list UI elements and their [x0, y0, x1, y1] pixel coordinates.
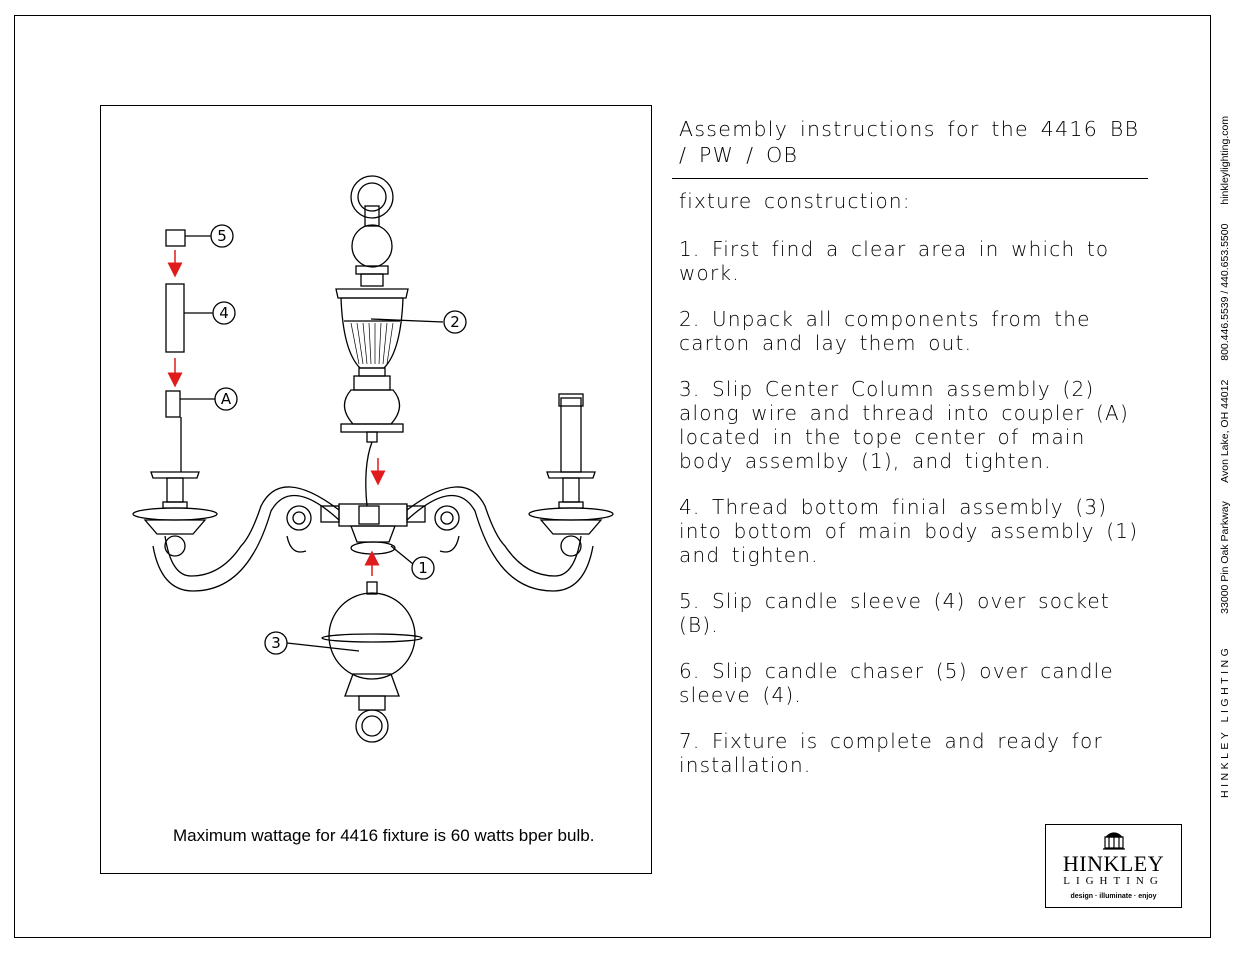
title-divider — [672, 178, 1148, 179]
side-brand: HINKLEY LIGHTING — [1219, 644, 1231, 798]
callout-2-label: 2 — [450, 313, 460, 331]
step-2: 2. Unpack all components from the carton… — [679, 307, 1091, 355]
lantern-icon — [1103, 832, 1125, 850]
step-6: 6. Slip candle chaser (5) over candle sl… — [679, 659, 1114, 707]
callout-4-label: 4 — [219, 304, 229, 322]
instructions-heading: fixture construction: — [679, 189, 911, 213]
step-3: 3. Slip Center Column assembly (2) along… — [679, 377, 1129, 473]
logo-name: HINKLEY — [1062, 851, 1165, 876]
callout-a-label: A — [221, 390, 232, 408]
left-arm — [164, 486, 340, 577]
wattage-note: Maximum wattage for 4416 fixture is 60 w… — [173, 826, 595, 845]
side-phone: 800.446.5539 / 440.653.5500 — [1219, 223, 1231, 361]
assembly-diagram: 5 4 A 2 1 3 Maximum wattage for 4416 fix… — [100, 105, 652, 874]
callout-5-label: 5 — [217, 227, 227, 245]
right-candle-sleeve — [560, 397, 582, 473]
candle-sleeve-part — [165, 283, 185, 353]
instructions: fixture construction: 1. First find a cl… — [679, 189, 1149, 799]
center-column-urn — [335, 288, 409, 299]
side-contact-strip: HINKLEY LIGHTING 33000 Pin Oak Parkway A… — [1219, 116, 1231, 798]
side-city: Avon Lake, OH 44012 — [1219, 379, 1231, 483]
chandelier-drawing: 5 4 A 2 1 3 — [132, 175, 614, 743]
main-body — [338, 503, 408, 527]
step-1: 1. First find a clear area in which to w… — [679, 237, 1110, 285]
hinkley-logo: HINKLEY LIGHTING design · illuminate · e… — [1045, 824, 1182, 908]
page-frame — [14, 15, 1211, 938]
step-4: 4. Thread bottom finial assembly (3) int… — [679, 495, 1139, 567]
callout-3-label: 3 — [271, 634, 281, 652]
step-7: 7. Fixture is complete and ready for ins… — [679, 729, 1103, 777]
callout-a — [214, 387, 238, 411]
step-5: 5. Slip candle sleeve (4) over socket (B… — [679, 589, 1110, 637]
logo-tagline: design · illuminate · enjoy — [1070, 893, 1157, 900]
socket-part — [165, 390, 181, 418]
callout-3 — [264, 631, 288, 655]
candle-chaser-part — [165, 229, 186, 247]
callout-2 — [443, 310, 467, 334]
callout-5 — [210, 224, 234, 248]
bottom-finial — [328, 592, 416, 680]
logo-sub: LIGHTING — [1063, 875, 1164, 887]
right-arm — [406, 486, 582, 577]
callout-1-label: 1 — [418, 559, 428, 577]
left-bobeche — [132, 507, 218, 521]
top-ring — [350, 175, 394, 219]
page-title: Assembly instructions for the 4416 BB / … — [679, 117, 1140, 167]
callout-1 — [411, 556, 435, 580]
callout-4 — [212, 301, 236, 325]
side-address: 33000 Pin Oak Parkway — [1219, 501, 1231, 614]
right-bobeche — [528, 507, 614, 521]
side-web: hinkleylighting.com — [1219, 115, 1231, 205]
